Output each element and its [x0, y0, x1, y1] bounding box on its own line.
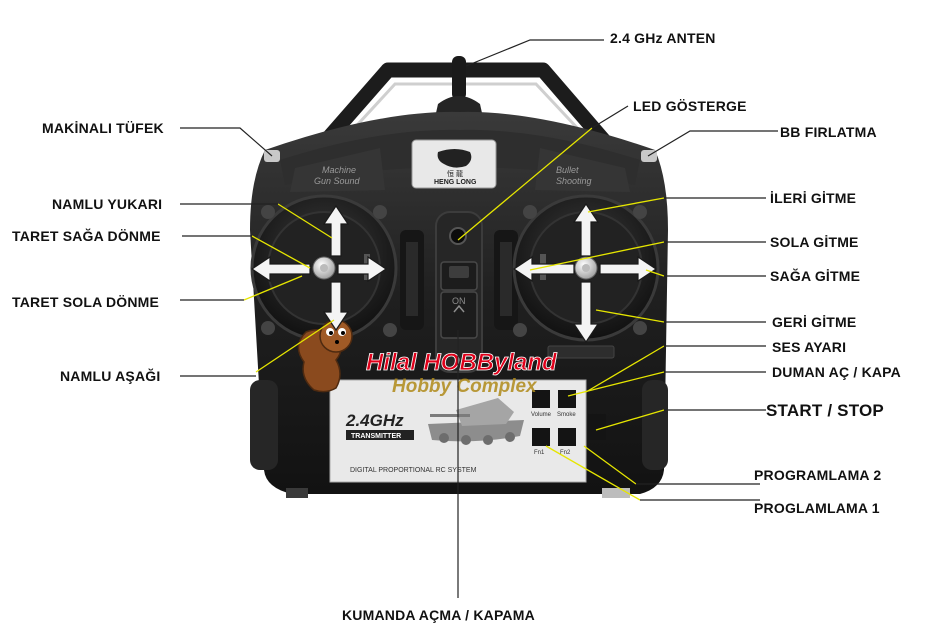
power-switch[interactable]: ON [440, 261, 478, 339]
label-start-stop: START / STOP [766, 401, 884, 420]
right-stick[interactable] [574, 256, 598, 280]
label-right: SAĞA GİTME [770, 268, 861, 284]
arrow-left-icon [512, 255, 575, 283]
tank-illustration [428, 398, 524, 445]
left-stick-arrows [250, 204, 388, 332]
volume-slider[interactable] [547, 345, 615, 359]
panel-text-line2: Shooting [556, 176, 592, 186]
label-barrel-down: NAMLU AŞAĞI [60, 368, 161, 384]
label-forward: İLERİ GİTME [770, 190, 857, 206]
arrow-up-icon [322, 204, 350, 257]
svg-text:DIGITAL PROPORTIONAL RC SYSTEM: DIGITAL PROPORTIONAL RC SYSTEM [350, 467, 477, 474]
label-antenna: 2.4 GHz ANTEN [610, 30, 716, 46]
arrow-up-icon [572, 202, 600, 257]
machine-gun-panel: Machine Gun Sound [290, 148, 385, 192]
svg-text:Fn2: Fn2 [560, 450, 571, 456]
brand-logo: 恒 龍 HENG LONG [411, 139, 497, 189]
label-power: KUMANDA AÇMA / KAPAMA [342, 607, 535, 623]
label-left: SOLA GİTME [770, 234, 859, 250]
svg-text:Fn1: Fn1 [534, 450, 545, 456]
arrow-down-icon [322, 281, 350, 332]
arrow-right-icon [599, 255, 658, 283]
svg-text:ON: ON [452, 296, 466, 306]
label-volume: SES AYARI [772, 339, 847, 355]
panel-text-line2: Gun Sound [314, 176, 361, 186]
squirrel-mascot [297, 319, 353, 393]
label-turret-right: TARET SAĞA DÖNME [12, 228, 161, 244]
right-stick-arrows [512, 202, 658, 344]
label-bb-fire: BB FIRLATMA [780, 124, 877, 140]
svg-text:TRANSMITTER: TRANSMITTER [351, 433, 401, 440]
label-led: LED GÖSTERGE [633, 98, 747, 114]
guide-lines [243, 127, 665, 501]
svg-text:HENG LONG: HENG LONG [434, 179, 477, 186]
panel-text-line1: Machine [322, 165, 356, 175]
fn1-button[interactable]: Fn1 [532, 428, 550, 456]
fn2-button[interactable]: Fn2 [558, 428, 576, 456]
bb-shooting-panel: Bullet Shooting [535, 148, 630, 192]
label-barrel-up: NAMLU YUKARI [52, 196, 163, 212]
label-backward: GERİ GİTME [772, 314, 857, 330]
label-machine-gun: MAKİNALI TÜFEK [42, 120, 164, 136]
arrow-right-icon [337, 255, 388, 283]
led-indicator [449, 227, 467, 245]
leader-lines [180, 39, 778, 598]
watermark-line1: Hilal HOBByland [366, 349, 558, 376]
freq-text: 2.4GHz [345, 411, 404, 430]
label-programming-2: PROGRAMLAMA 2 [754, 467, 882, 483]
arrow-down-icon [572, 281, 600, 344]
label-turret-left: TARET SOLA DÖNME [12, 294, 160, 310]
svg-text:恒 龍: 恒 龍 [447, 169, 463, 178]
svg-text:Smoke: Smoke [557, 412, 576, 418]
start-stop-button[interactable] [588, 414, 606, 440]
panel-text-line1: Bullet [556, 165, 579, 175]
label-programming-1: PROGLAMLAMA 1 [754, 500, 880, 516]
arrow-left-icon [250, 255, 311, 283]
left-stick[interactable] [312, 256, 336, 280]
svg-text:Volume: Volume [531, 412, 552, 418]
label-smoke: DUMAN AÇ / KAPA [772, 364, 901, 380]
watermark-line2: Hobby Complex [392, 376, 538, 397]
volume-button[interactable]: Volume [531, 390, 552, 418]
